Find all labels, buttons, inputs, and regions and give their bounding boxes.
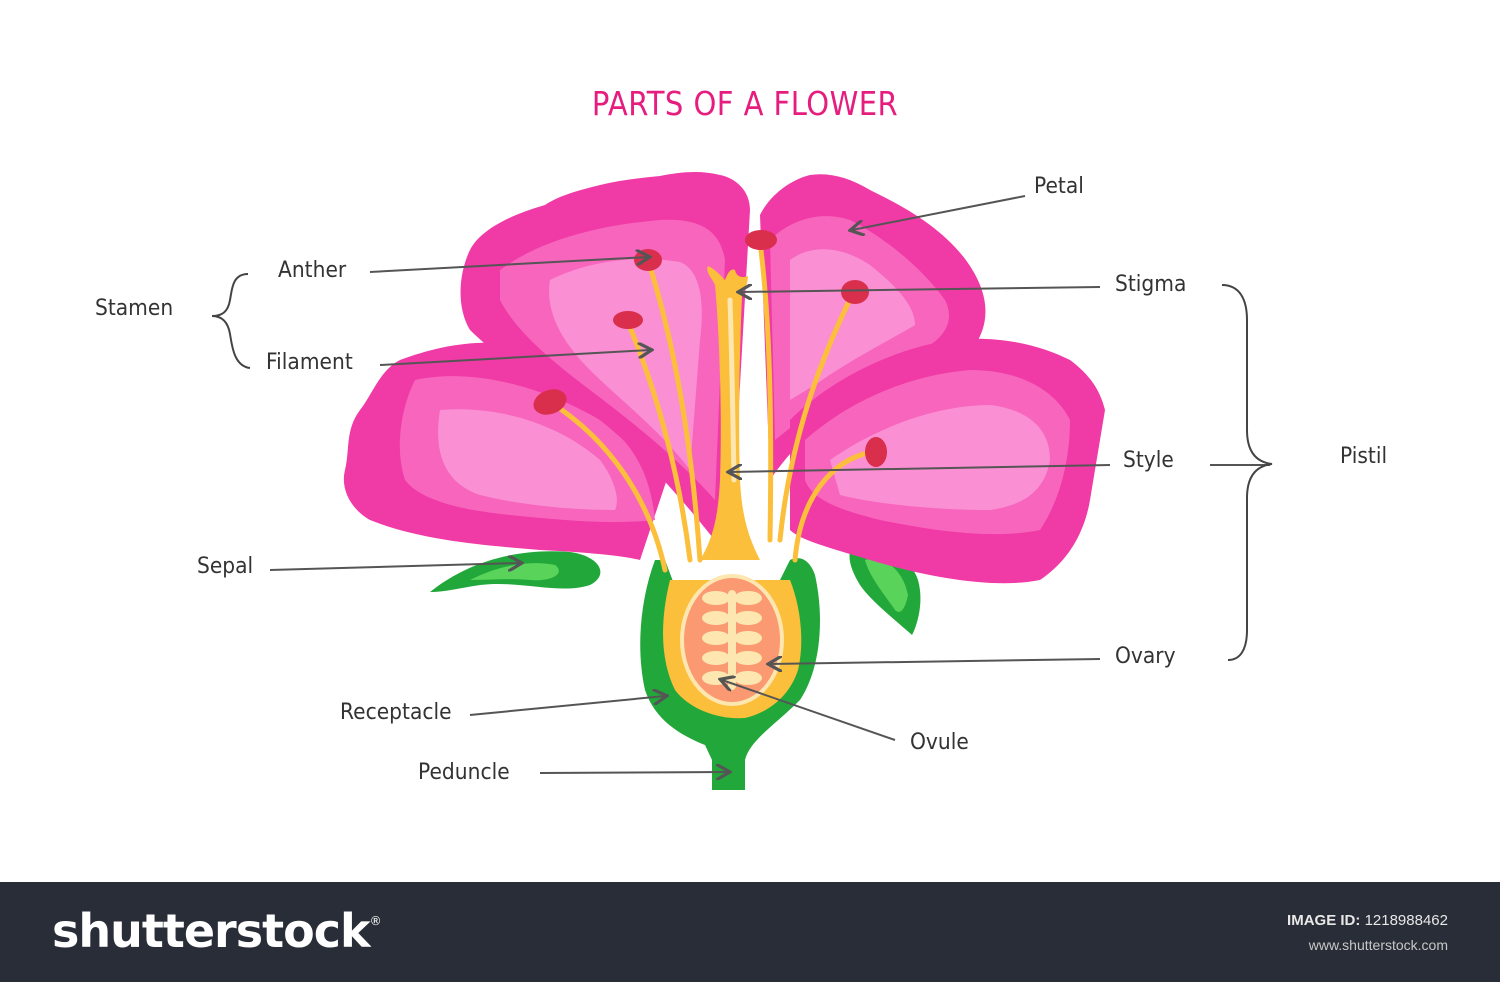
receptacle-pointer [469,696,665,716]
stigma-pointer [740,287,1101,292]
style-pointer [730,465,1111,472]
label-anther: Anther [278,258,347,283]
sepal-pointer [269,563,520,570]
petal-right-icon [790,338,1105,584]
diagram-canvas: PARTS OF A FLOWER [95,84,1388,790]
label-pistil: Pistil [1340,444,1388,469]
label-peduncle: Peduncle [418,760,510,785]
filament-pointer [379,350,650,366]
label-filament: Filament [266,350,353,375]
filament-icon [547,239,875,573]
registered-icon: ® [369,914,382,928]
label-ovule: Ovule [910,730,969,755]
image-id: IMAGE ID: 1218988462 [1287,912,1448,929]
ovule-pointer [722,680,896,741]
ovule-icon [702,590,762,690]
sepal-left-icon [430,551,601,592]
image-id-value: 1218988462 [1364,912,1448,929]
flower-illustration [211,172,1273,790]
label-stamen: Stamen [95,296,174,321]
anther-pointer [369,257,648,273]
footer-bar: shutterstock® IMAGE ID: 1218988462 www.s… [0,882,1500,982]
label-style: Style [1123,448,1174,473]
label-sepal: Sepal [197,554,254,579]
petal-pointer [852,195,1026,230]
pistil-brace-icon [1221,284,1273,661]
site-link[interactable]: www.shutterstock.com [1308,937,1448,953]
leader-lines [269,195,1270,773]
peduncle-pointer [539,772,728,773]
ovary-pointer [770,659,1101,664]
label-receptacle: Receptacle [340,700,452,725]
label-petal: Petal [1034,174,1084,199]
sepal-right-icon [849,547,921,635]
style-icon [700,266,760,560]
image-id-label: IMAGE ID: [1287,912,1361,929]
label-ovary: Ovary [1115,644,1176,669]
stamen-brace-icon [211,273,251,369]
diagram-title: PARTS OF A FLOWER [591,84,899,123]
brand-text: shutterstock [52,904,371,958]
brand-logo[interactable]: shutterstock® [52,904,382,958]
label-stigma: Stigma [1115,272,1187,297]
